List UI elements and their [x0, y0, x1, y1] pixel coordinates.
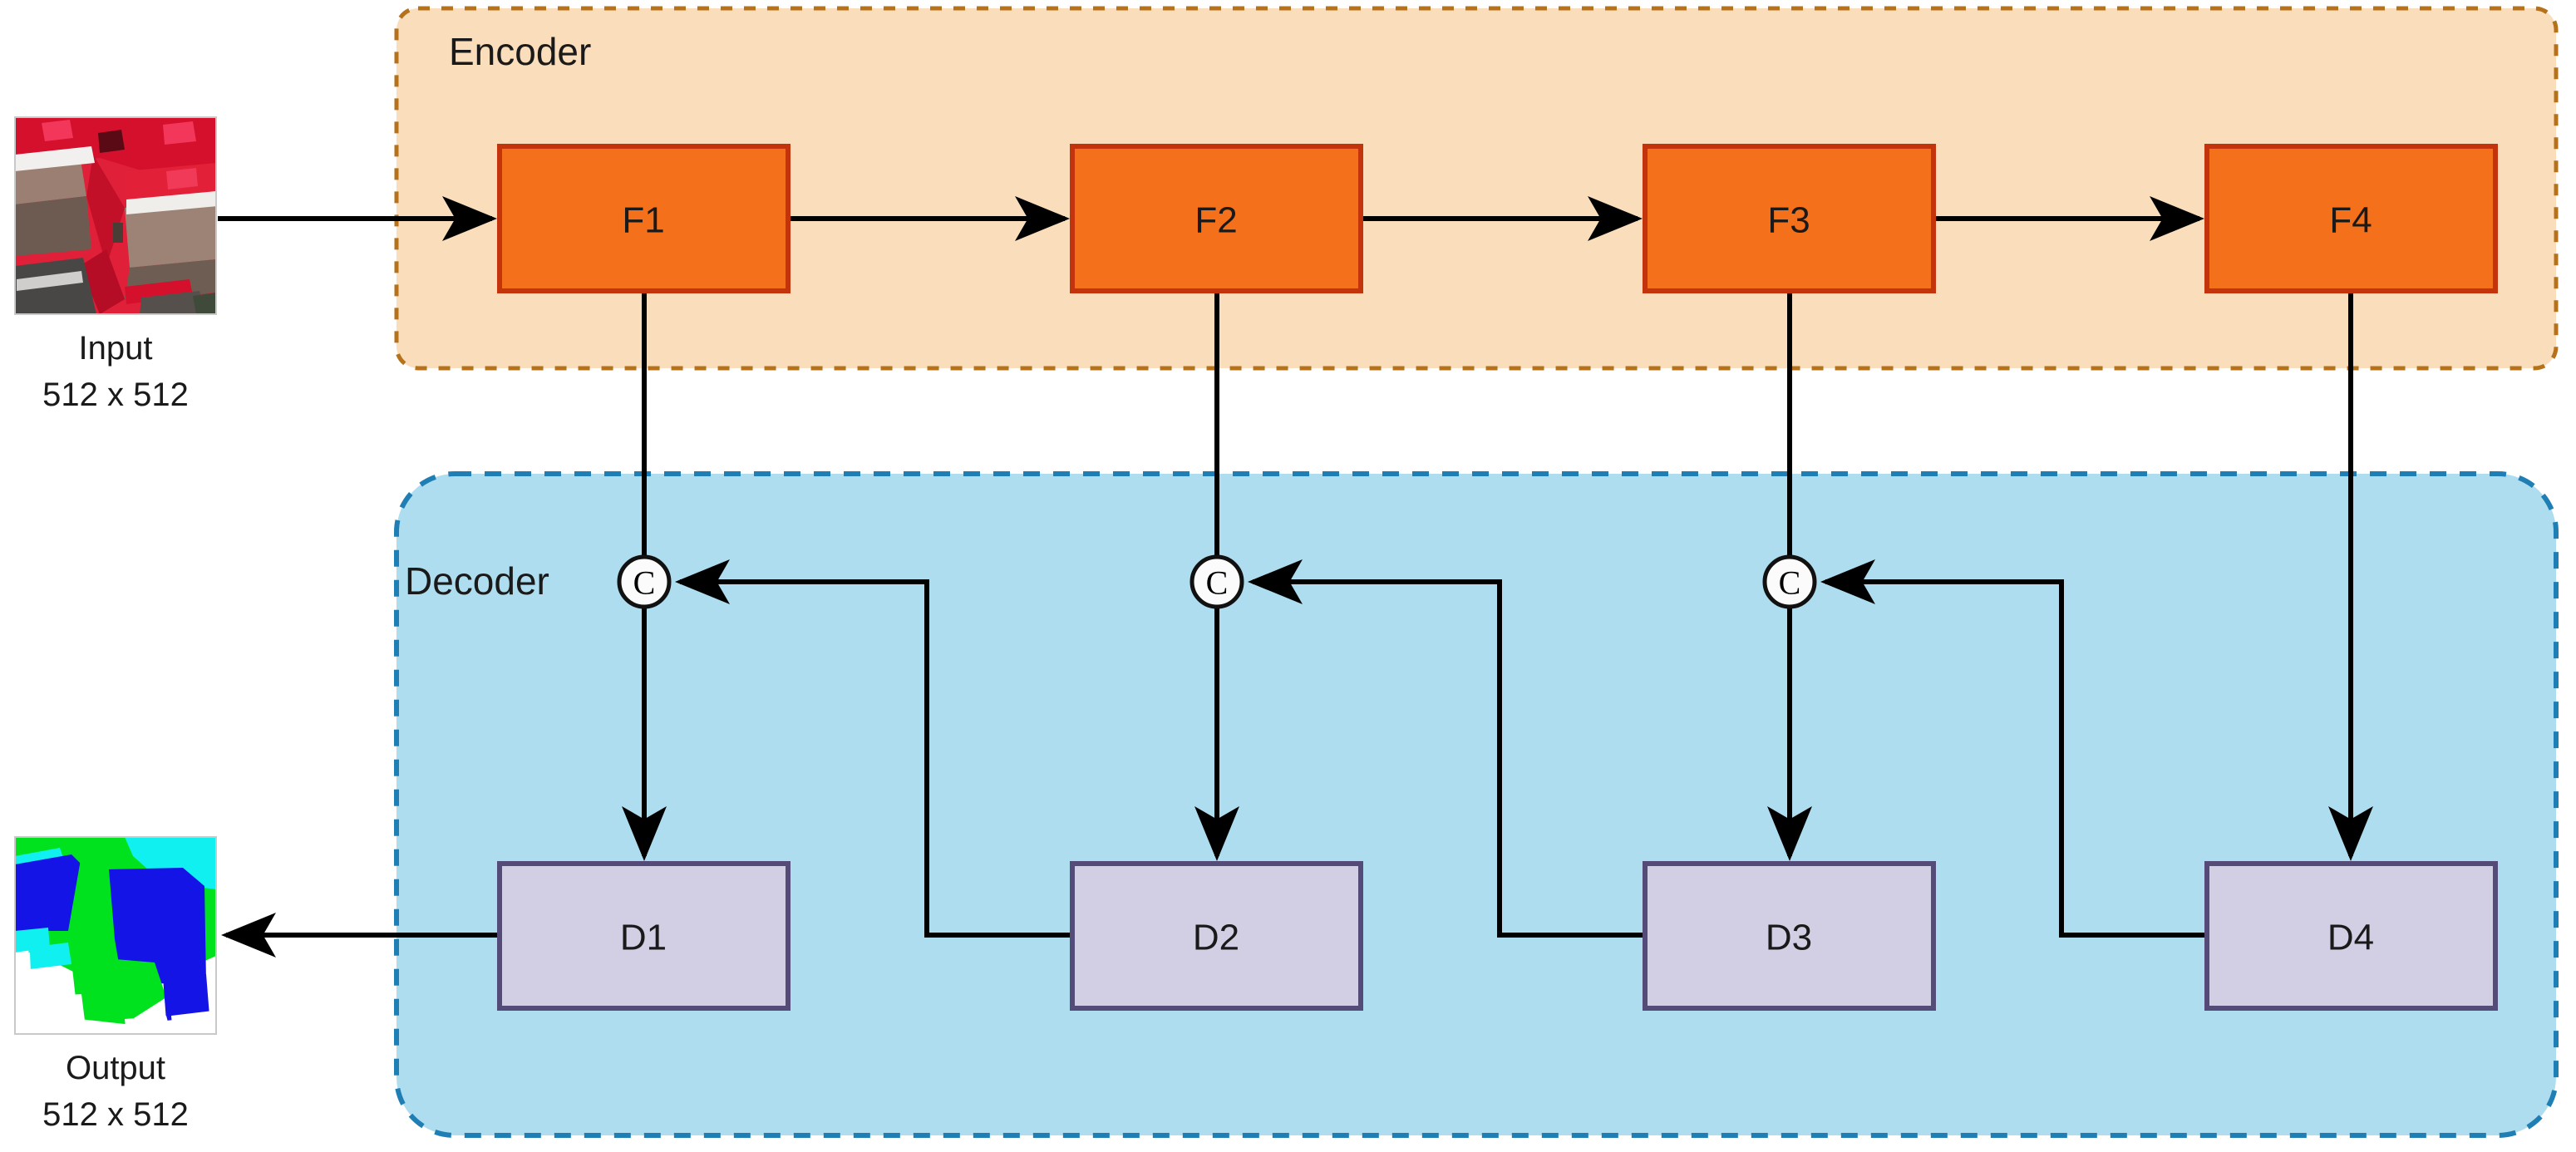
edge-d4-to-c3 — [1820, 559, 2207, 938]
input-caption-line2: 512 x 512 — [42, 377, 189, 413]
input-image-border — [14, 116, 217, 315]
decoder-block-d2-rect[interactable] — [1070, 861, 1363, 1011]
concat-node-c1-label: C — [633, 564, 656, 602]
encoder-block-f1-rect[interactable] — [497, 144, 791, 293]
edge-d2-to-c1 — [675, 559, 1072, 938]
concat-node-c2-circle[interactable] — [1189, 554, 1244, 609]
encoder-block-f2[interactable]: F2 — [1070, 144, 1363, 293]
input-caption-line1: Input — [79, 330, 153, 367]
encoder-block-f3[interactable]: F3 — [1643, 144, 1936, 293]
output-caption-line2: 512 x 512 — [42, 1096, 189, 1133]
encoder-block-f1-label: F1 — [622, 200, 664, 241]
decoder-group: Decoder — [394, 471, 2559, 1138]
encoder-block-f3-rect[interactable] — [1643, 144, 1936, 293]
input-image — [14, 116, 217, 315]
concat-node-c2-label: C — [1206, 564, 1229, 602]
concat-node-c1[interactable]: C — [617, 554, 672, 609]
edge-d3-to-c2 — [1248, 559, 1645, 938]
decoder-block-d4-label: D4 — [2327, 918, 2374, 958]
concat-node-c2[interactable]: C — [1189, 554, 1244, 609]
concat-node-c3-circle[interactable] — [1762, 554, 1817, 609]
encoder-block-f3-label: F3 — [1767, 200, 1810, 241]
output-caption-line1: Output — [66, 1050, 165, 1086]
concat-node-c3-label: C — [1779, 564, 1801, 602]
decoder-block-d2[interactable]: D2 — [1070, 861, 1363, 1011]
decoder-block-d1-label: D1 — [620, 918, 667, 958]
concat-to-decoder-edges — [622, 607, 1812, 861]
encoder-block-f2-label: F2 — [1194, 200, 1237, 241]
encoder-group-label: Encoder — [449, 30, 591, 73]
decoder-block-d3[interactable]: D3 — [1643, 861, 1936, 1011]
encoder-group-box — [394, 6, 2559, 371]
decoder-group-label: Decoder — [405, 559, 549, 603]
encoder-block-f4-rect[interactable] — [2204, 144, 2498, 293]
decoder-block-d1[interactable]: D1 — [497, 861, 791, 1011]
decoder-block-d2-label: D2 — [1193, 918, 1239, 958]
decoder-block-d1-rect[interactable] — [497, 861, 791, 1011]
encoder-block-f4[interactable]: F4 — [2204, 144, 2498, 293]
decoder-block-d3-rect[interactable] — [1643, 861, 1936, 1011]
encoder-group: Encoder — [394, 6, 2559, 371]
concat-node-c1-circle[interactable] — [617, 554, 672, 609]
output-image-border — [14, 836, 217, 1035]
encoder-block-f4-label: F4 — [2329, 200, 2372, 241]
output-image — [14, 836, 217, 1035]
concat-node-c3[interactable]: C — [1762, 554, 1817, 609]
decoder-block-d4[interactable]: D4 — [2204, 861, 2498, 1011]
encoder-block-f2-rect[interactable] — [1070, 144, 1363, 293]
decoder-skip-edges — [221, 559, 2207, 958]
encoder-block-f1[interactable]: F1 — [497, 144, 791, 293]
decoder-block-d3-label: D3 — [1766, 918, 1812, 958]
skip-down-edges — [642, 291, 2373, 861]
decoder-group-box — [394, 471, 2559, 1138]
decoder-block-d4-rect[interactable] — [2204, 861, 2498, 1011]
